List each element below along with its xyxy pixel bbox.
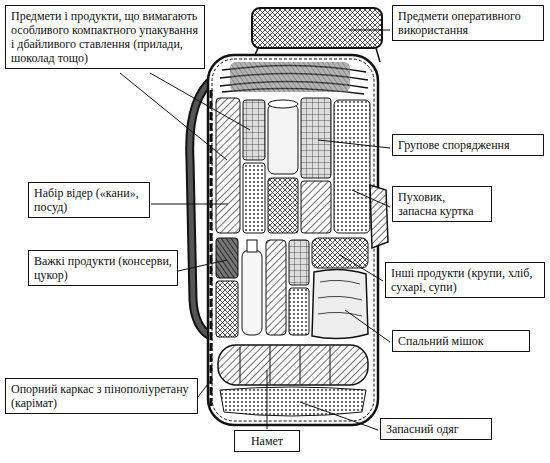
backpack-lid xyxy=(252,8,382,48)
spare-clothes xyxy=(220,387,366,416)
callout-text: Спальний мішок xyxy=(398,334,524,348)
tent-roll xyxy=(218,345,368,385)
thermos xyxy=(268,104,298,174)
callout-text: Групове спорядження xyxy=(398,138,538,152)
callout-text: Предмети оперативного використання xyxy=(398,9,538,37)
callout-text: Важкі продукти (консерви, цукор) xyxy=(34,254,172,282)
down-jacket xyxy=(334,100,370,233)
backpack-body xyxy=(208,55,378,425)
side-pocket xyxy=(370,185,388,248)
callout-box: Спальний мішок xyxy=(392,330,530,352)
callout-text: Пуховик, запасна куртка xyxy=(398,190,486,218)
callout-box: Предмети оперативного використання xyxy=(392,5,544,41)
callout-box: Намет xyxy=(234,430,300,452)
canned-food xyxy=(216,238,238,278)
bottle xyxy=(242,250,262,335)
callout-box: Предмети і продукти, що вимагають особли… xyxy=(5,5,205,69)
foam-mat xyxy=(210,90,213,408)
group-equipment xyxy=(301,98,331,178)
callout-text: Запасний одяг xyxy=(386,422,486,436)
leader-lines xyxy=(120,30,390,430)
callout-text: Інші продукти (крупи, хліб, сухарі, супи… xyxy=(391,266,539,294)
callout-box: Запасний одяг xyxy=(380,418,492,440)
callout-text: Набір відер («кани», посуд) xyxy=(34,186,144,214)
sleeping-bag xyxy=(312,269,368,338)
callout-text: Намет xyxy=(240,434,294,448)
callout-box: Важкі продукти (консерви, цукор) xyxy=(28,250,178,286)
callout-box: Набір відер («кани», посуд) xyxy=(28,182,150,218)
callout-text: Предмети і продукти, що вимагають особли… xyxy=(11,9,199,65)
callout-box: Опорний каркас з пінополіуретану (каріма… xyxy=(5,378,198,414)
pot-set xyxy=(216,98,240,233)
callout-box: Інші продукти (крупи, хліб, сухарі, супи… xyxy=(385,262,545,298)
grain-bag xyxy=(312,238,368,268)
callout-box: Пуховик, запасна куртка xyxy=(392,186,492,222)
callout-box: Групове спорядження xyxy=(392,134,544,156)
callout-text: Опорний каркас з пінополіуретану (каріма… xyxy=(11,382,192,410)
